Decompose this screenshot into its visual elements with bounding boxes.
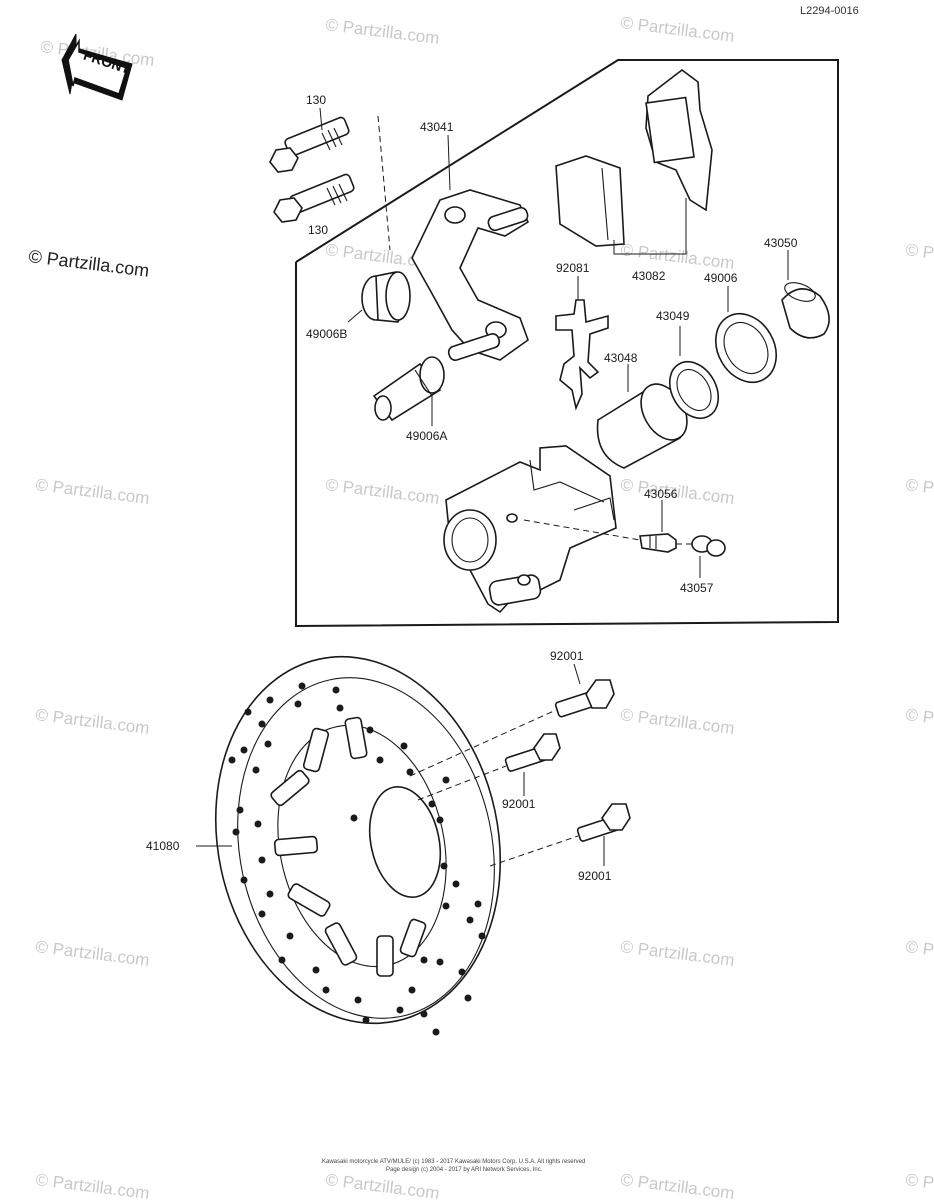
brake-pad-43082-rear: [645, 68, 713, 212]
piston-43048: [596, 383, 688, 469]
part-label-92001-bottom: 92001: [578, 869, 612, 883]
disc-bolt-92001-bottom: [576, 803, 631, 842]
cap-43050: [781, 282, 830, 339]
watermark: © Partzilla.com: [620, 13, 736, 46]
bleeder-cap-43057: [676, 535, 726, 557]
part-label-43050: 43050: [764, 236, 798, 250]
bolt-axis-line: [377, 115, 391, 251]
pad-spring-92081: [555, 299, 609, 411]
partzilla-watermark: © Partzilla.com: [28, 246, 151, 281]
watermark: © Partzilla.com: [620, 705, 736, 738]
watermark: © Partzilla.com: [620, 475, 736, 508]
bleeder-valve-43056: [639, 533, 677, 553]
bolt-axis-bottom: [489, 835, 579, 867]
watermark: © Partzilla.com: [325, 1170, 441, 1200]
diagram-code: L2294-0016: [800, 5, 859, 17]
bolt-axis-mid: [417, 765, 507, 801]
bolt-axis-top: [409, 709, 557, 777]
front-arrow-icon: [61, 33, 133, 101]
dust-boot-49006A: [372, 356, 445, 422]
part-label-43041: 43041: [420, 120, 454, 134]
watermark: © Partzilla.com: [35, 1170, 151, 1200]
part-label-41080: 41080: [146, 839, 180, 853]
watermark: © Partzilla.com: [620, 937, 736, 970]
part-label-92081: 92081: [556, 261, 590, 275]
leader-49006B: [347, 309, 363, 323]
watermark: © Partzilla.com: [325, 475, 441, 508]
watermark: © Partzilla.com: [620, 1170, 736, 1200]
leader-43041: [447, 134, 451, 191]
watermark-layer: © Partzilla.com © Partzilla.com © Partzi…: [35, 13, 934, 1200]
brake-pad-43082-front: [555, 155, 625, 247]
part-label-43048: 43048: [604, 351, 638, 365]
part-label-130-bottom: 130: [308, 223, 328, 237]
disc-bolt-92001-top: [554, 679, 615, 718]
part-label-43056: 43056: [644, 487, 678, 501]
watermark: © Partzilla.com: [905, 475, 934, 508]
watermark: © Partzilla.com: [905, 1170, 934, 1200]
part-label-130-top: 130: [306, 93, 326, 107]
brake-disc-41080: [214, 655, 502, 1036]
watermark: © Partzilla.com: [620, 240, 736, 273]
piston-seal-43049: [668, 360, 720, 420]
leader-92001-top: [573, 663, 581, 685]
watermark: © Partzilla.com: [905, 937, 934, 970]
caliper-body: [443, 445, 617, 614]
part-label-43057: 43057: [680, 581, 714, 595]
watermark: © Partzilla.com: [325, 15, 441, 48]
leader-130-top: [319, 107, 323, 131]
part-label-92001-mid: 92001: [502, 797, 536, 811]
part-label-49006: 49006: [704, 271, 738, 285]
footer-copyright: Kawasaki motorcycle ATV/MULE/ (c) 1983 -…: [322, 1159, 585, 1165]
watermark: © Partzilla.com: [35, 475, 151, 508]
watermark: © Partzilla.com: [905, 705, 934, 738]
footer-page-design: Page design (c) 2004 - 2017 by ARI Netwo…: [386, 1167, 543, 1173]
watermark: © Partzilla.com: [35, 937, 151, 970]
watermark: © Partzilla.com: [905, 240, 934, 273]
caliper-assembly-outline: [295, 59, 839, 628]
bolt-130-top: [269, 116, 350, 173]
part-label-43049: 43049: [656, 309, 690, 323]
part-label-43082: 43082: [632, 269, 666, 283]
caliper-bracket-43041: [411, 189, 530, 361]
bolt-130-bottom: [273, 173, 355, 223]
leader-43082: [613, 198, 687, 255]
part-label-49006A: 49006A: [406, 429, 447, 443]
watermark: © Partzilla.com: [35, 705, 151, 738]
part-label-49006B: 49006B: [306, 327, 347, 341]
disc-bolt-92001-mid: [504, 733, 561, 772]
part-label-92001-top: 92001: [550, 649, 584, 663]
dust-boot-49006B: [361, 271, 411, 323]
dust-seal-49006: [715, 313, 777, 383]
